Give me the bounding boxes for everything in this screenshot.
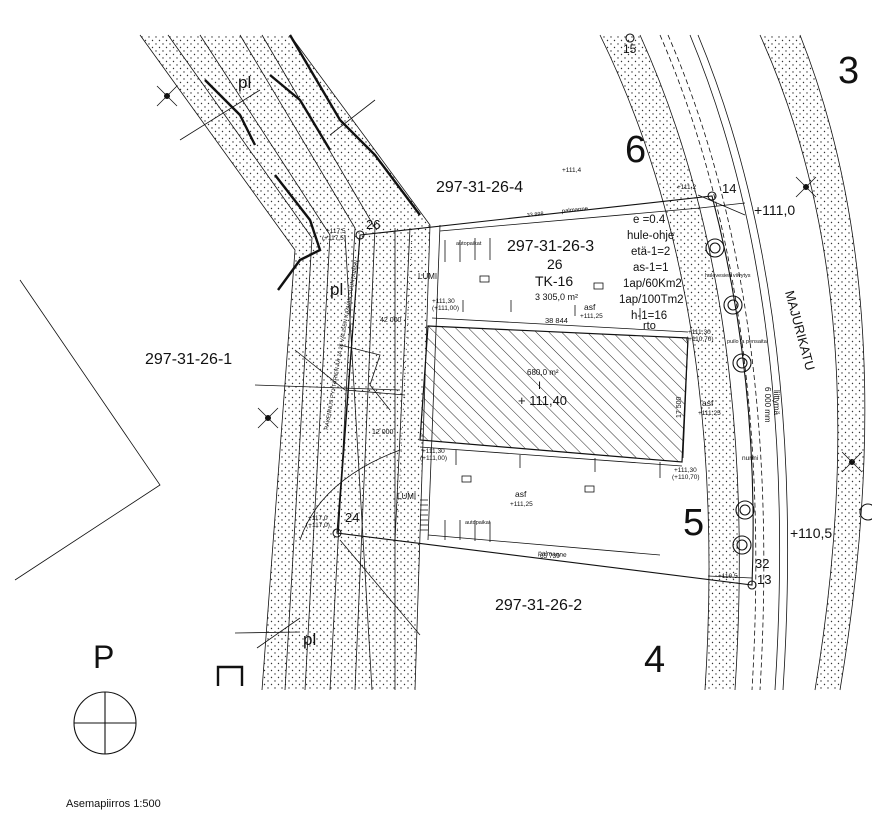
- lawn-edge-label-north: palmanne: [562, 206, 589, 215]
- lot-id-west: 297-31-26-1: [145, 351, 232, 368]
- spot-level: +111,30: [422, 448, 445, 455]
- street-note-1: liittymä: [772, 390, 781, 415]
- north-arrow-circle: [73, 691, 137, 755]
- street-note-2: 6 000 mm: [763, 387, 772, 423]
- spot-level: +111,2: [677, 184, 696, 191]
- snow-area-label-north: LUMI: [418, 272, 437, 281]
- regulation-item: h-1=16: [631, 310, 667, 322]
- stormwater-label: hulevesien viivytys: [705, 273, 751, 279]
- regulation-item: e =0.4: [633, 214, 666, 226]
- block-number-4: 4: [644, 639, 665, 681]
- west-construction-lines: [14, 89, 421, 649]
- survey-marker-1: [156, 85, 178, 107]
- point-14: 14: [722, 181, 736, 196]
- spot-level: +111,30: [432, 298, 455, 305]
- regulation-item: 1ap/60Km2: [623, 278, 682, 290]
- lot-id-south: 297-31-26-2: [495, 597, 582, 614]
- street-name: MAJURIKATU: [782, 289, 818, 372]
- area-symbol: P: [93, 639, 114, 675]
- spot-level: (+111,00): [432, 305, 459, 312]
- street-level-north: +111,0: [754, 202, 795, 218]
- survey-marker-2: [257, 407, 279, 429]
- block-number-5: 5: [683, 502, 704, 544]
- point-24: 24: [345, 510, 359, 525]
- dimension-arrows: [455, 300, 689, 478]
- asphalt-level-north: +111,25: [580, 313, 603, 320]
- spot-level: +111,4: [562, 167, 581, 174]
- building-floors: I: [538, 380, 541, 392]
- rto-label: rto: [643, 320, 656, 332]
- block-number-6: 6: [625, 129, 646, 171]
- asphalt-label-east: asf: [702, 398, 714, 408]
- survey-points: [332, 33, 757, 590]
- spot-level: +117,0: [308, 515, 328, 522]
- spot-level: +111,30: [674, 467, 697, 474]
- block-number-3: 3: [838, 50, 859, 92]
- building-area: 680,0 m²: [527, 368, 559, 377]
- dimension-palmanne-bottom: 65 739: [540, 553, 560, 560]
- parking-rows: [444, 238, 491, 542]
- regulation-item: hule-ohje: [627, 230, 674, 242]
- regulation-item: etä-1=2: [631, 246, 670, 258]
- parking-label-south: autopaikat: [465, 520, 491, 526]
- lot-id-north: 297-31-26-4: [436, 179, 523, 196]
- regulation-item: as-1=1: [633, 262, 668, 274]
- dimension-top: 38 844: [545, 316, 568, 325]
- dimension-side: 17 500: [676, 396, 683, 418]
- lot-tick-marks: [396, 234, 428, 536]
- point-26: 26: [366, 217, 380, 232]
- plantings-label: puilo ja pensaita: [727, 339, 768, 345]
- spot-level: (+110,70): [672, 474, 700, 481]
- snow-area-label-south: LUMI: [397, 492, 416, 501]
- lot-id-main: 297-31-26-3: [507, 238, 594, 255]
- spot-level: +111,30: [688, 329, 711, 336]
- spot-level: +110,5: [718, 573, 738, 580]
- bracket-symbol: [216, 665, 244, 686]
- pl-label-south: pl: [303, 630, 316, 649]
- car-symbols: [461, 275, 604, 493]
- asphalt-level-south: +111,25: [510, 501, 533, 508]
- point-13: 13: [757, 572, 771, 587]
- asphalt-level-east: +111,25: [698, 410, 721, 417]
- west-road-edges: [204, 34, 421, 291]
- spot-level: (+117,5): [322, 235, 346, 242]
- dimension-palmanne-top: 33 898: [527, 211, 544, 219]
- regulation-list: e =0.4 hule-ohje etä-1=2 as-1=1 1ap/60Km…: [619, 214, 684, 322]
- parking-label-north: autopaikat: [456, 241, 482, 247]
- main-lot-area: 3 305,0 m²: [535, 292, 578, 302]
- lawn-edge-label-south: palmanne: [538, 550, 567, 559]
- point-32: 32: [755, 556, 769, 571]
- spot-levels: +111,4 +111,2 +111,30 (+111,00) +111,30 …: [306, 167, 738, 580]
- pl-label-middle: pl: [330, 280, 343, 299]
- regulation-item: 1ap/100Tm2: [619, 294, 684, 306]
- point-15: 15: [623, 42, 637, 56]
- east-street-band: [599, 34, 866, 691]
- spot-level: +117,5: [326, 228, 346, 235]
- main-lot-zoning: TK-16: [535, 273, 573, 289]
- west-road-band: [139, 34, 431, 691]
- street-level-south: +110,5: [790, 525, 832, 541]
- dimension-left-2: 12 000: [372, 429, 394, 436]
- spot-level: (+117,0): [306, 522, 330, 529]
- drawing-caption: Asemapiirros 1:500: [66, 798, 161, 810]
- pl-label-north: pl: [238, 73, 251, 92]
- main-lot-number: 26: [547, 256, 563, 272]
- asphalt-label-north: asf: [584, 302, 596, 312]
- lawn-label: nurmi: [742, 455, 758, 462]
- asphalt-label-south: asf: [515, 489, 527, 499]
- building-level: + 111,40: [518, 393, 567, 408]
- spot-level: (+111,00): [420, 455, 447, 462]
- dimension-left: 42 000: [380, 317, 402, 324]
- spot-level: (+110,70): [686, 336, 714, 343]
- building-footprint: [419, 317, 689, 467]
